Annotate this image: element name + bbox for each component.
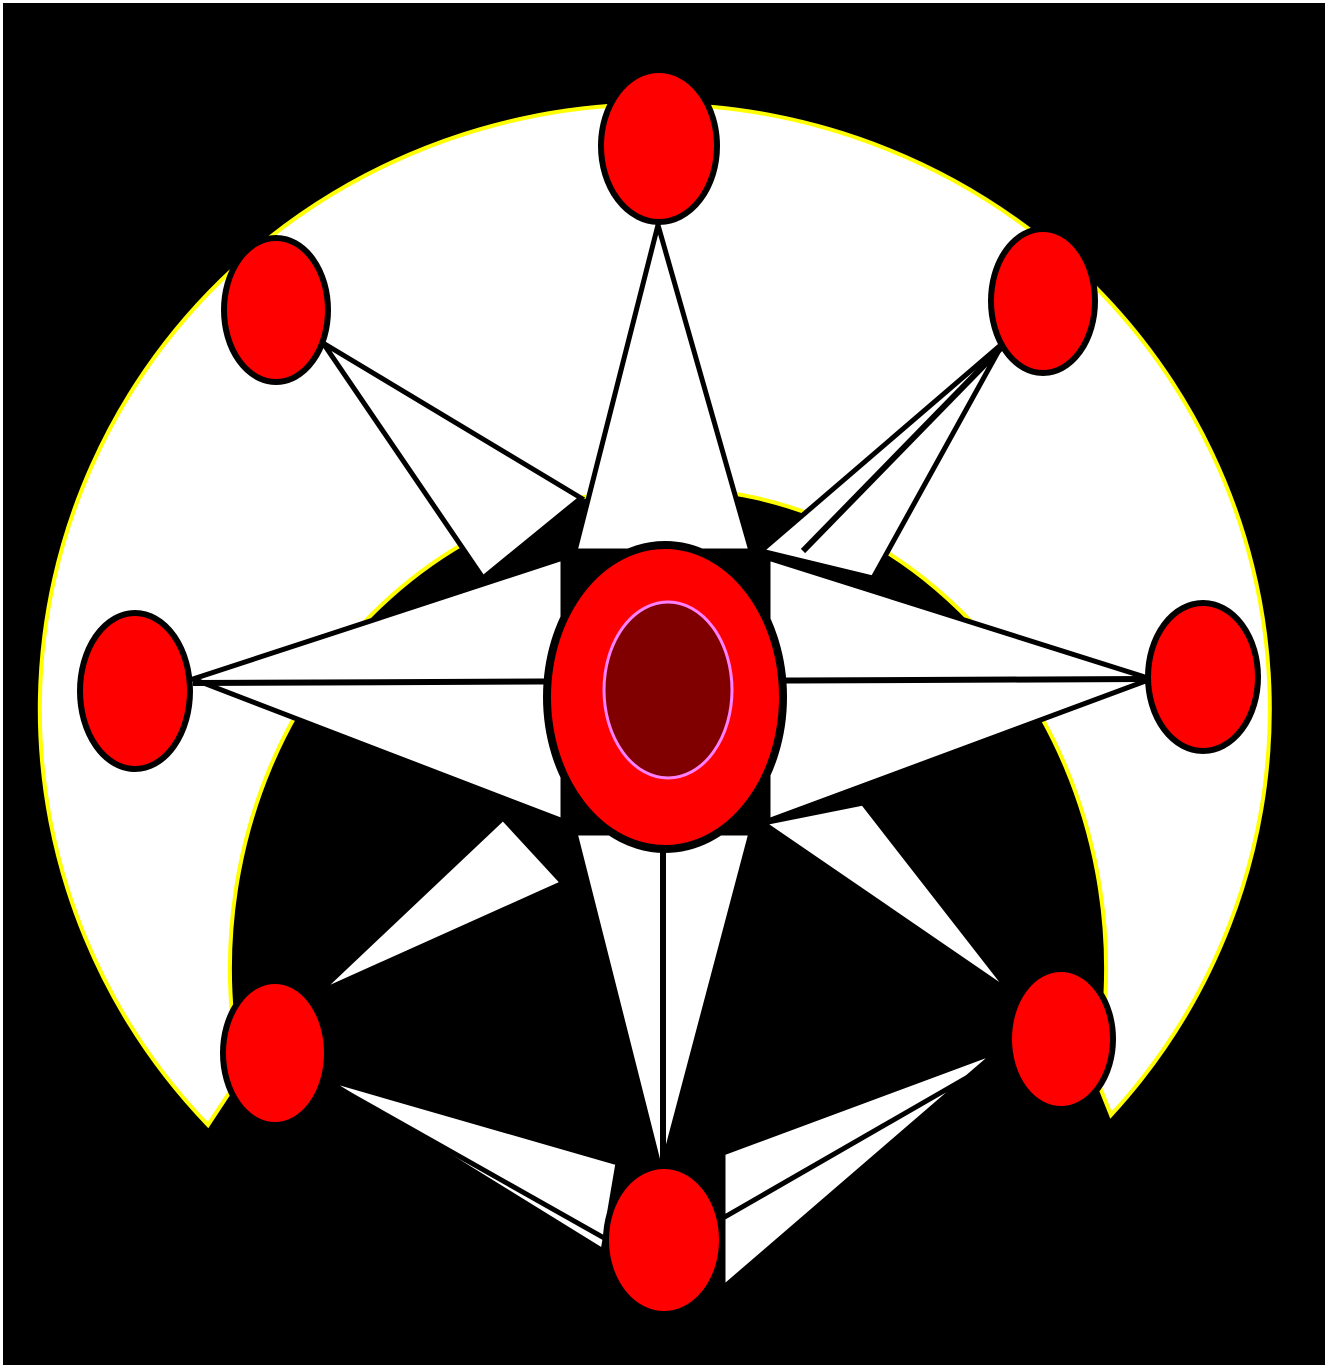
center-hub-inner (604, 602, 732, 778)
node-southeast (1009, 969, 1113, 1109)
node-west (80, 613, 190, 769)
compass-wheel-emblem (3, 3, 1328, 1371)
spoke-southeast (763, 803, 1011, 993)
node-south (606, 1166, 722, 1314)
node-north (601, 70, 717, 222)
spoke-bottom-right (723, 1051, 998, 1288)
node-east (1148, 603, 1258, 751)
node-northeast (991, 229, 1095, 373)
node-northwest (224, 238, 328, 382)
node-southwest (223, 981, 327, 1125)
spoke-southwest (318, 818, 563, 993)
